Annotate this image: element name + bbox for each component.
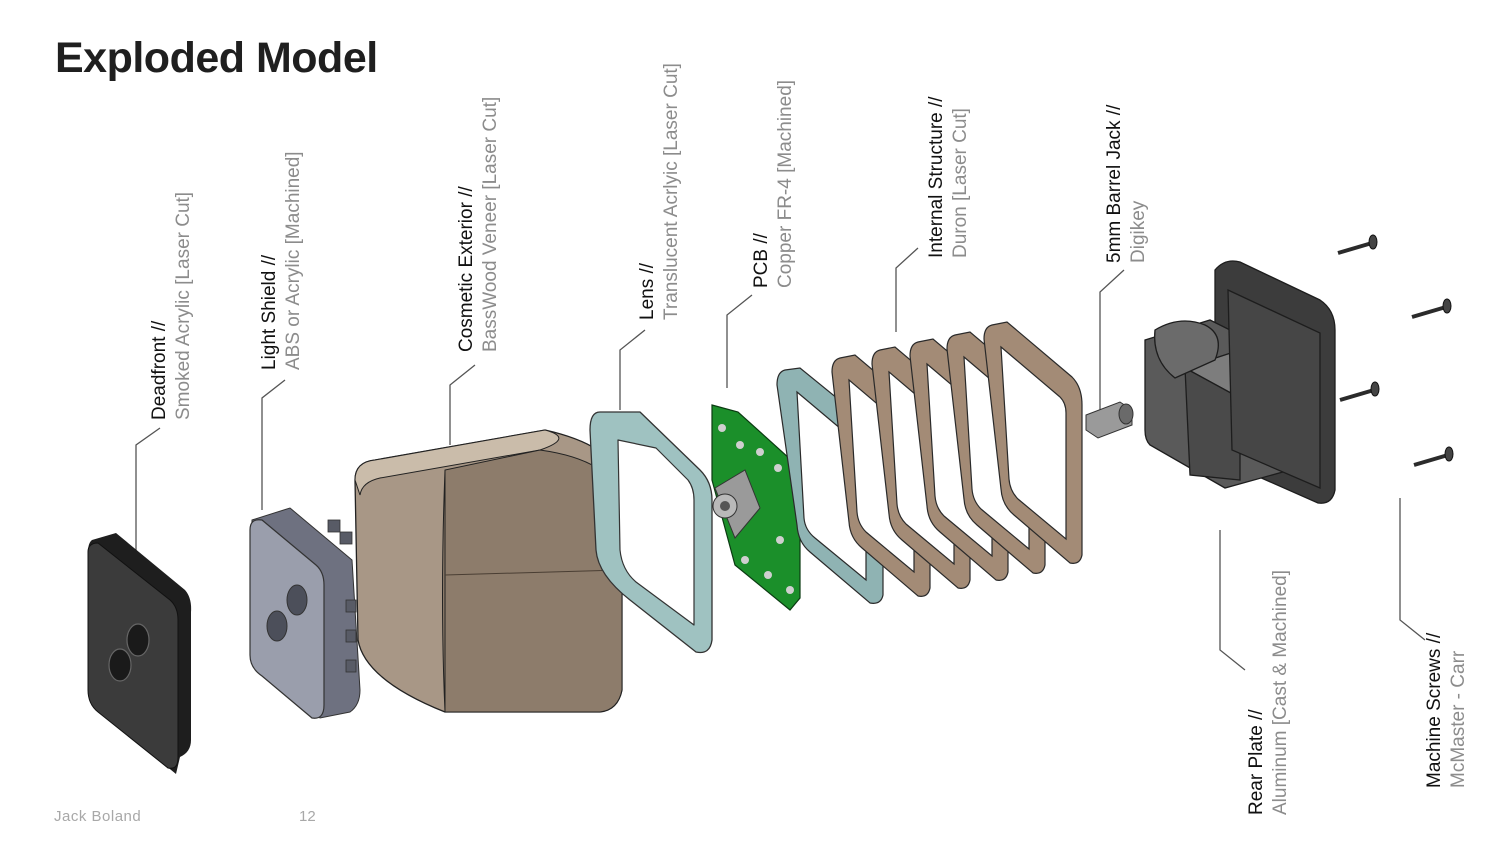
leader-barrel-jack (1099, 269, 1125, 410)
rear-plate-part (1144, 260, 1336, 504)
deadfront-part (87, 533, 192, 774)
callout-spec: BassWood Veneer [Laser Cut] (480, 96, 501, 352)
leader-internal-structure (895, 247, 919, 332)
leader-cosmetic-exterior (449, 364, 476, 445)
callout-rear-plate: Rear Plate // Aluminum [Cast & Machined] (1245, 570, 1293, 815)
footer-author: Jack Boland (54, 808, 142, 825)
callout-internal-structure: Internal Structure // Duron [Laser Cut] (925, 96, 973, 258)
lens-part (589, 411, 713, 654)
machine-screw (1411, 298, 1452, 319)
leader-lines (135, 247, 1426, 671)
machine-screw (1413, 446, 1454, 467)
machine-screws-part (1337, 234, 1454, 467)
light-shield-part (249, 507, 361, 719)
callout-name: Cosmetic Exterior // (456, 186, 477, 352)
leader-lens (619, 329, 646, 410)
callout-spec: McMaster - Carr (1448, 650, 1469, 788)
callout-light-shield: Light Shield // ABS or Acrylic [Machined… (258, 151, 306, 370)
callout-lens: Lens // Translucent Acrlyic [Laser Cut] (636, 63, 684, 320)
leader-pcb (726, 294, 753, 388)
machine-screw (1339, 381, 1380, 402)
callout-name: Light Shield // (259, 254, 280, 370)
callout-name: Machine Screws // (1424, 632, 1445, 788)
callout-name: Internal Structure // (926, 96, 947, 258)
callout-name: Deadfront // (149, 320, 170, 420)
callout-barrel-jack: 5mm Barrel Jack // Digikey (1103, 105, 1151, 263)
callout-name: 5mm Barrel Jack // (1104, 104, 1125, 263)
leader-light-shield (261, 379, 286, 510)
callout-cosmetic-exterior: Cosmetic Exterior // BassWood Veneer [La… (455, 97, 503, 352)
barrel-jack-part (1085, 401, 1134, 439)
pcb-part (711, 404, 801, 611)
callout-spec: Digikey (1128, 200, 1149, 263)
leader-machine-screws (1399, 498, 1426, 641)
callout-name: Rear Plate // (1246, 709, 1267, 815)
callout-name: PCB // (751, 233, 772, 288)
slide-title: Exploded Model (55, 34, 378, 82)
leader-deadfront (135, 427, 161, 555)
internal-structure-part (776, 321, 1083, 604)
callout-spec: Copper FR-4 [Machined] (775, 79, 796, 288)
callout-spec: Duron [Laser Cut] (950, 108, 971, 258)
callout-machine-screws: Machine Screws // McMaster - Carr (1423, 633, 1471, 788)
callout-spec: Aluminum [Cast & Machined] (1270, 570, 1291, 815)
callout-deadfront: Deadfront // Smoked Acrylic [Laser Cut] (148, 192, 196, 420)
callout-spec: Smoked Acrylic [Laser Cut] (173, 191, 194, 420)
callout-spec: Translucent Acrlyic [Laser Cut] (661, 63, 682, 320)
cosmetic-exterior-part (354, 429, 623, 713)
page-number: 12 (299, 808, 316, 825)
machine-screw (1337, 234, 1378, 255)
callout-pcb: PCB // Copper FR-4 [Machined] (750, 80, 798, 288)
callout-name: Lens // (637, 262, 658, 320)
callout-spec: ABS or Acrylic [Machined] (283, 151, 304, 370)
leader-rear-plate (1219, 530, 1246, 671)
